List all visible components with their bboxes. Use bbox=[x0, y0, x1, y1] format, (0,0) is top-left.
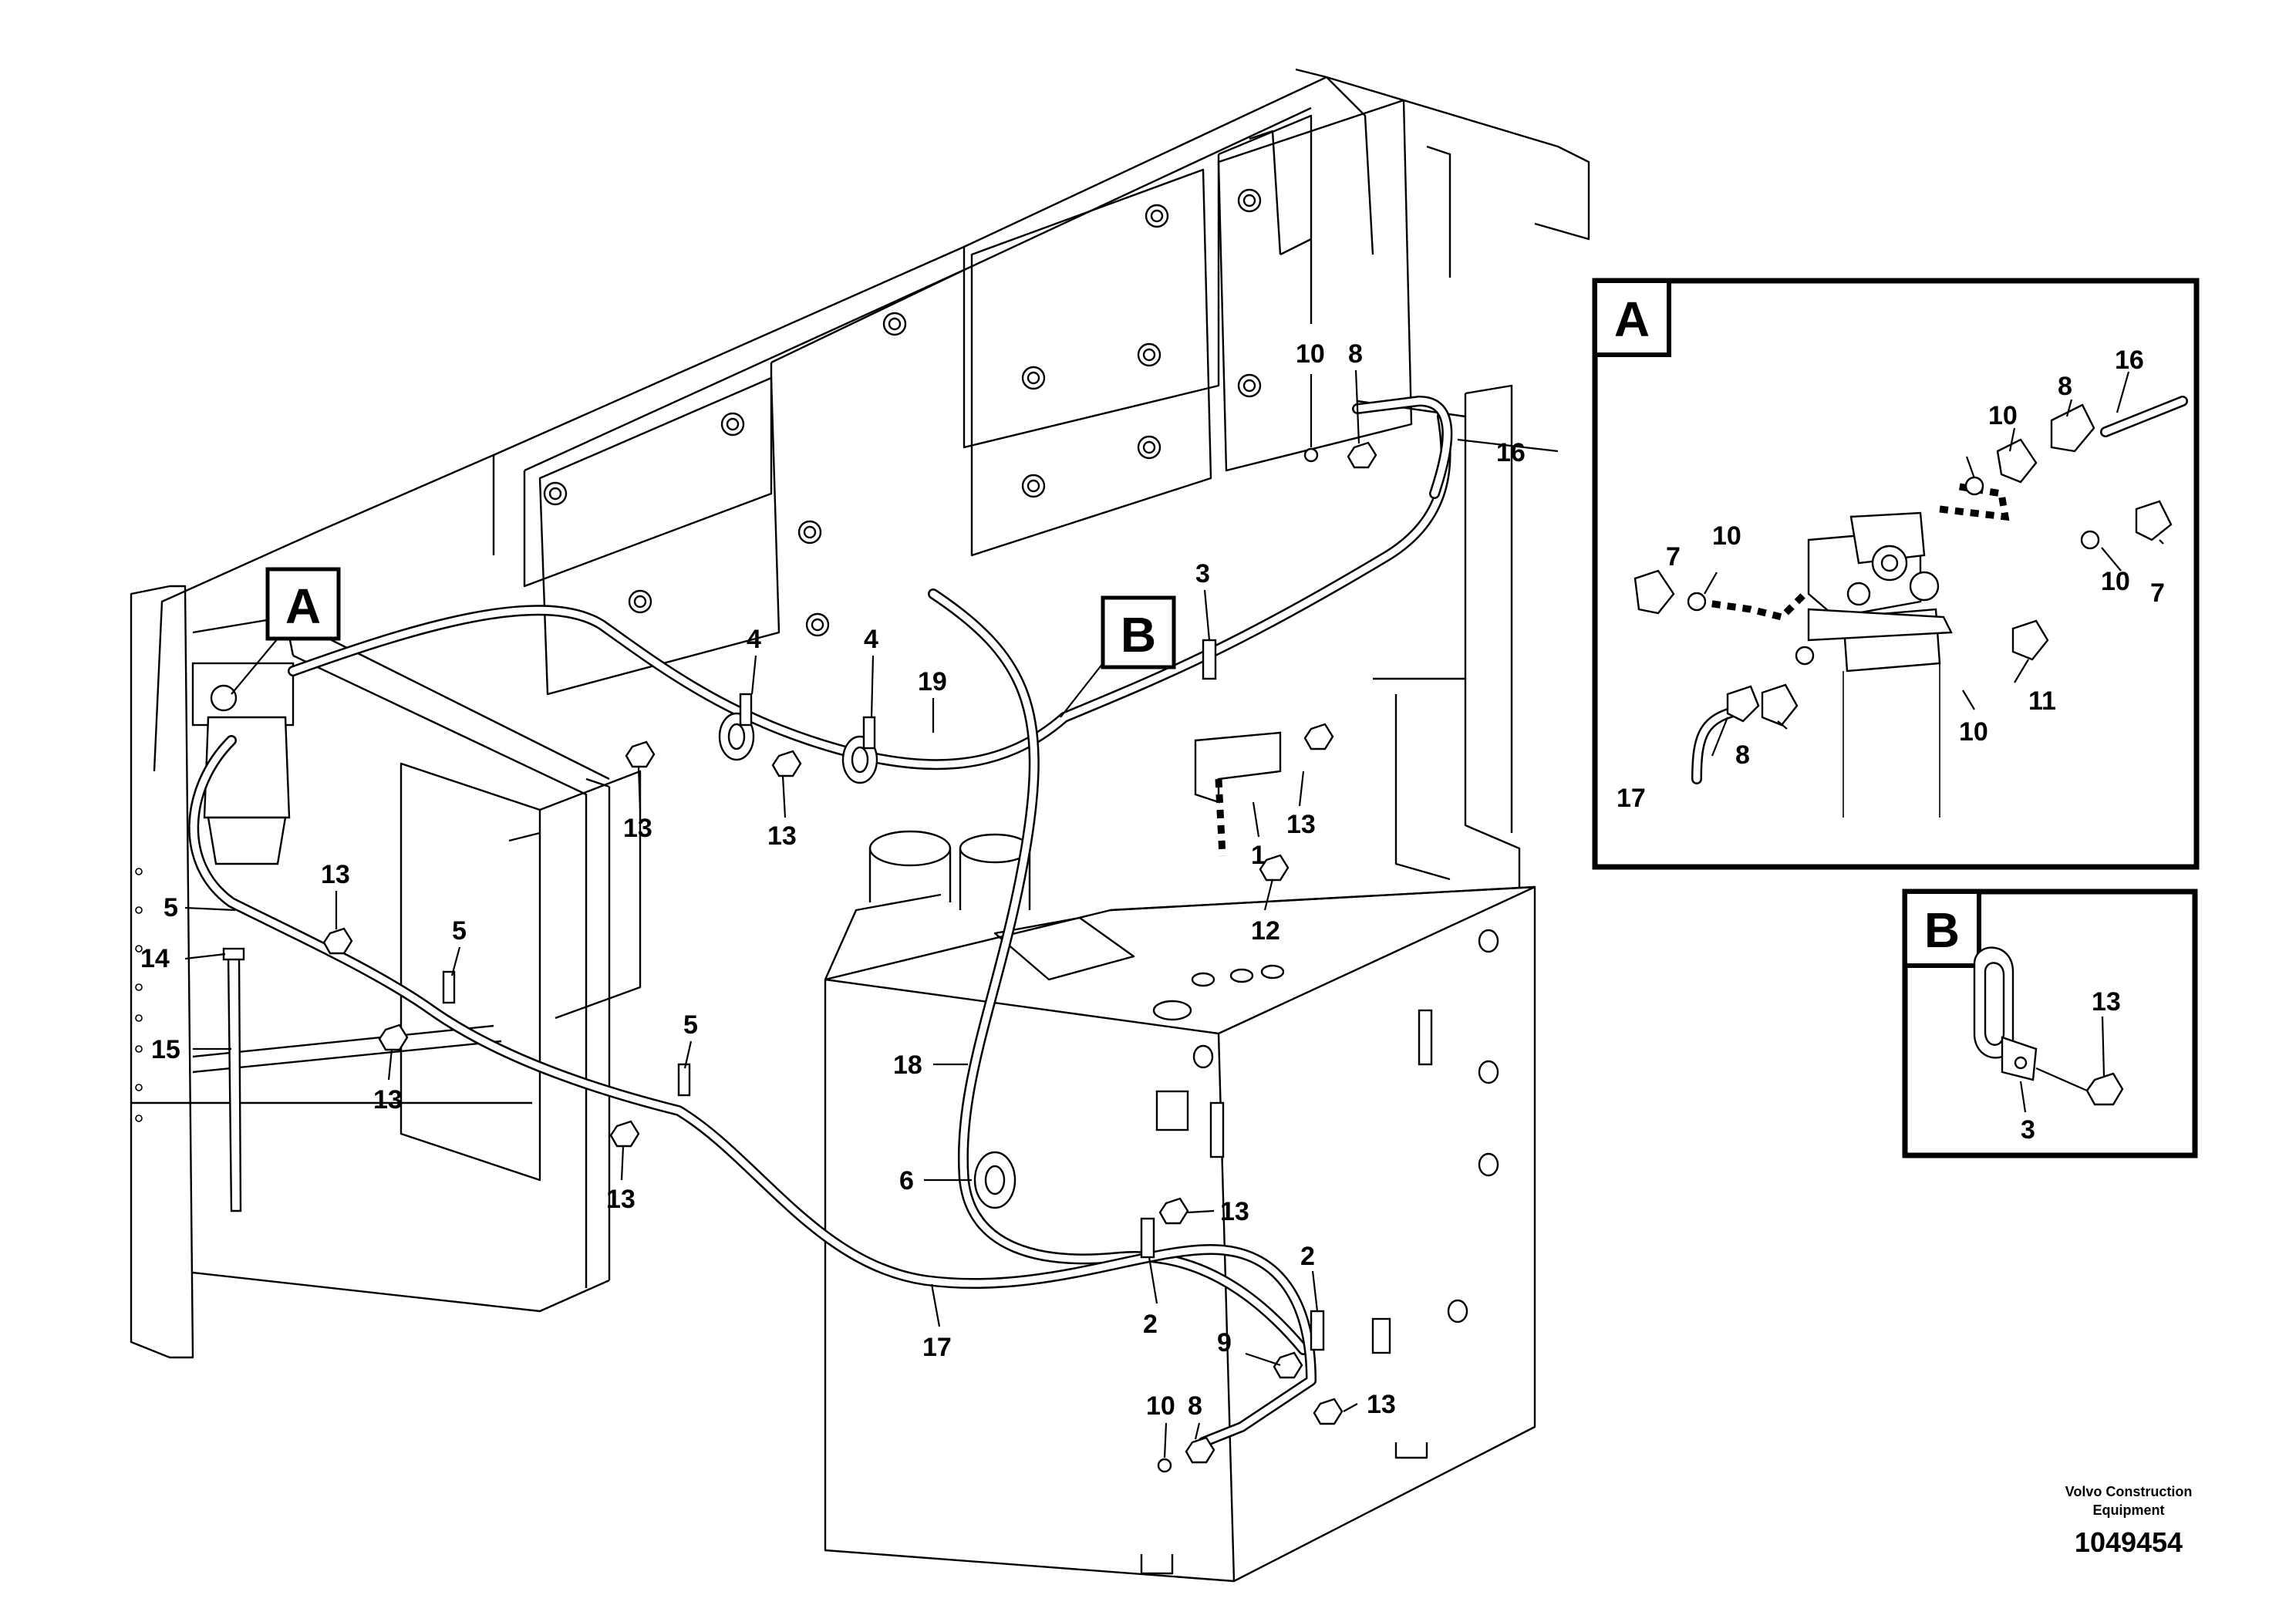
hardware bbox=[222, 441, 1377, 1473]
detail-a-title: A bbox=[1614, 292, 1650, 347]
callout-4-right: 4 bbox=[864, 625, 878, 654]
drawing-footer: Volvo Construction Equipment 1049454 bbox=[2065, 1484, 2193, 1558]
callout-12: 12 bbox=[1251, 916, 1280, 946]
detail-view-b: B 13 3 bbox=[1902, 889, 2198, 1158]
detail-a-callout-7-right: 7 bbox=[2150, 578, 2165, 608]
callout-16: 16 bbox=[1496, 438, 1526, 467]
callout-13-e: 13 bbox=[373, 1085, 403, 1114]
callout-leaders bbox=[184, 369, 1559, 1458]
callout-9: 9 bbox=[1217, 1328, 1232, 1357]
callout-6: 6 bbox=[899, 1166, 914, 1195]
callout-5-a: 5 bbox=[164, 893, 178, 922]
detail-a-callout-16: 16 bbox=[2115, 346, 2144, 375]
callout-13-g: 13 bbox=[1220, 1197, 1249, 1226]
detail-b-callout-13: 13 bbox=[2092, 987, 2121, 1017]
detail-a-callout-11: 11 bbox=[2028, 686, 2056, 716]
detail-a-callout-10-bottom: 10 bbox=[1959, 717, 1988, 747]
callout-13-h: 13 bbox=[1367, 1390, 1396, 1419]
bolt-set bbox=[322, 441, 1377, 1464]
detail-a-callout-10-right: 10 bbox=[2101, 567, 2130, 596]
callout-8-bottom: 8 bbox=[1188, 1391, 1202, 1421]
detail-a-callout-17: 17 bbox=[1617, 784, 1646, 813]
callout-13-a: 13 bbox=[623, 814, 652, 843]
detail-a-callout-8-bottom: 8 bbox=[1735, 740, 1750, 770]
company-name-line2: Equipment bbox=[2093, 1502, 2165, 1518]
machine-frame bbox=[130, 68, 1590, 1583]
callout-19: 19 bbox=[918, 667, 947, 696]
callout-13-d: 13 bbox=[321, 860, 350, 889]
callout-15: 15 bbox=[151, 1035, 180, 1064]
callout-17: 17 bbox=[922, 1333, 952, 1362]
detail-b-title: B bbox=[1924, 902, 1960, 958]
callout-14: 14 bbox=[140, 944, 170, 973]
frame-bolt-holes bbox=[543, 188, 1262, 637]
view-marker-b-letter: B bbox=[1121, 607, 1156, 663]
callout-8-top: 8 bbox=[1348, 339, 1363, 369]
callout-4-left: 4 bbox=[747, 625, 761, 654]
callout-3: 3 bbox=[1195, 559, 1210, 588]
callout-13-b: 13 bbox=[767, 821, 797, 851]
detail-a-callout-8-top: 8 bbox=[2058, 372, 2072, 401]
hoses bbox=[188, 396, 1453, 1448]
detail-a-callout-7-left: 7 bbox=[1666, 542, 1681, 572]
fuel-filter-assembly bbox=[191, 662, 295, 865]
callout-13-f: 13 bbox=[606, 1185, 636, 1214]
callout-2-right: 2 bbox=[1300, 1242, 1315, 1271]
callout-10-bottom: 10 bbox=[1146, 1391, 1175, 1421]
view-marker-b: B bbox=[1060, 595, 1176, 718]
detail-a-callout-10-left: 10 bbox=[1712, 521, 1741, 551]
post-holes bbox=[135, 868, 143, 1122]
callout-18: 18 bbox=[893, 1050, 922, 1080]
drawing-number: 1049454 bbox=[2075, 1526, 2183, 1558]
callout-labels: 16 10 8 3 4 4 19 13 13 13 1 12 13 5 14 1… bbox=[140, 339, 1526, 1421]
callout-1: 1 bbox=[1251, 841, 1266, 870]
view-marker-a: A bbox=[231, 567, 341, 695]
detail-view-a: A bbox=[1592, 278, 2200, 870]
callout-10-top: 10 bbox=[1296, 339, 1325, 369]
callout-5-b: 5 bbox=[452, 916, 467, 946]
callout-13-c: 13 bbox=[1286, 810, 1316, 839]
detail-a-callout-10-top: 10 bbox=[1988, 401, 2018, 430]
company-name-line1: Volvo Construction bbox=[2065, 1484, 2193, 1499]
view-marker-a-letter: A bbox=[285, 578, 321, 634]
detail-b-callout-3: 3 bbox=[2021, 1115, 2035, 1145]
callout-5-c: 5 bbox=[683, 1010, 698, 1040]
callout-2-left: 2 bbox=[1143, 1310, 1158, 1339]
